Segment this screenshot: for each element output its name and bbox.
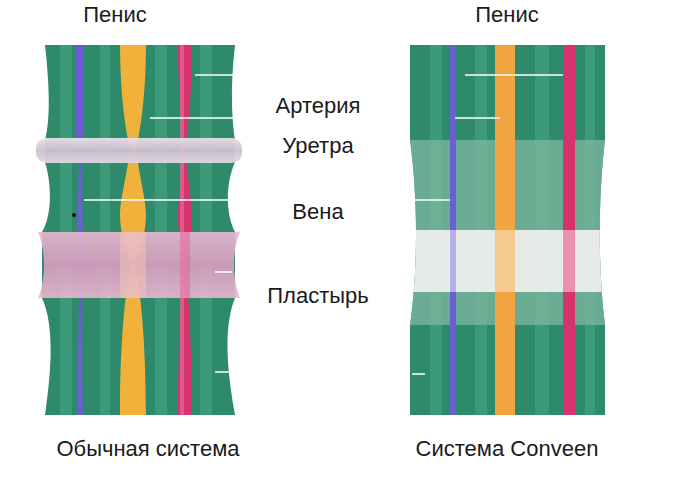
heading: Пенис <box>83 3 147 27</box>
penis-section-conveen <box>400 40 615 420</box>
adhesive-strip <box>38 232 240 298</box>
leader-lines <box>84 75 268 372</box>
part-label: Вена <box>292 200 343 224</box>
part-label: Артерия <box>276 94 361 118</box>
part-label: Уретра <box>282 134 353 158</box>
condom-ring <box>36 138 242 163</box>
vein-dot <box>72 213 76 217</box>
caption: Система Conveen <box>416 437 599 461</box>
penis-section-conventional <box>30 40 250 420</box>
caption: Обычная система <box>56 437 239 461</box>
leader-lines <box>412 75 563 374</box>
heading: Пенис <box>475 3 539 27</box>
part-label: Пластырь <box>267 284 368 308</box>
